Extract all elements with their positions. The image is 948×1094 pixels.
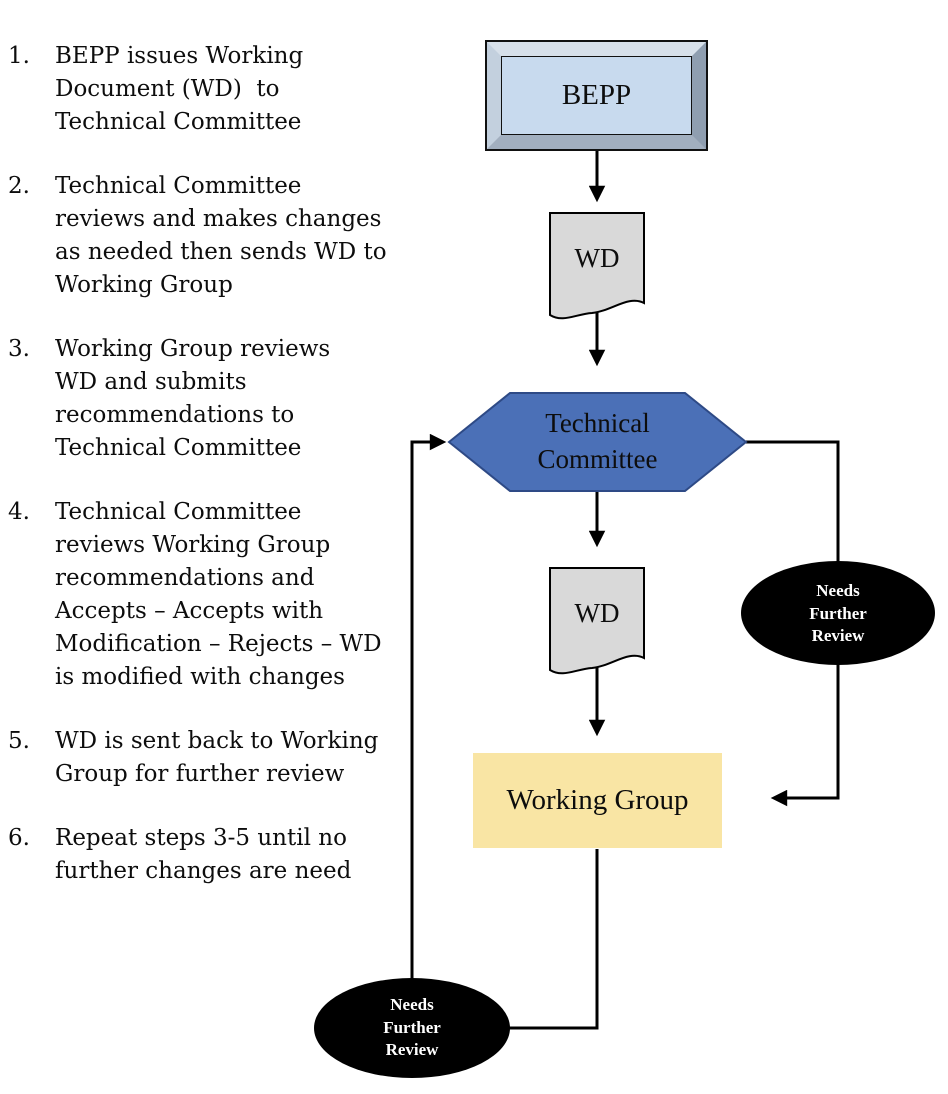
step-number: 5. xyxy=(8,728,30,754)
bepp-box-bevel: BEPP xyxy=(487,42,706,149)
step-text: Technical Committee reviews Working Grou… xyxy=(55,499,382,690)
list-item: 6. Repeat steps 3-5 until no further cha… xyxy=(8,822,412,888)
process-steps-list: 1. BEPP issues Working Document (WD) to … xyxy=(8,40,412,919)
step-number: 1. xyxy=(8,43,30,69)
step-text: BEPP issues Working Document (WD) to Tec… xyxy=(55,43,304,135)
list-item: 3. Working Group reviews WD and submits … xyxy=(8,333,412,465)
needs-further-review-right-ellipse xyxy=(741,561,935,665)
list-item: 1. BEPP issues Working Document (WD) to … xyxy=(8,40,412,139)
step-number: 6. xyxy=(8,825,30,851)
list-item: 4. Technical Committee reviews Working G… xyxy=(8,496,412,694)
step-text: Repeat steps 3-5 until no further change… xyxy=(55,825,352,884)
step-text: Technical Committee reviews and makes ch… xyxy=(55,173,387,298)
step-number: 4. xyxy=(8,499,30,525)
step-text: Working Group reviews WD and submits rec… xyxy=(55,336,331,461)
working-group-box: Working Group xyxy=(473,753,722,848)
needs-further-review-bottom-ellipse xyxy=(314,978,510,1078)
step-number: 3. xyxy=(8,336,30,362)
technical-committee-hexagon xyxy=(447,392,748,492)
list-item: 2. Technical Committee reviews and makes… xyxy=(8,170,412,302)
bepp-box-face: BEPP xyxy=(501,56,692,135)
step-text: WD is sent back to Working Group for fur… xyxy=(55,728,379,787)
bepp-box: BEPP xyxy=(485,40,708,151)
bepp-label: BEPP xyxy=(561,79,632,111)
arrow-working-group-loop-to-technical-committee xyxy=(410,433,599,1030)
step-number: 2. xyxy=(8,173,30,199)
working-group-label: Working Group xyxy=(506,784,689,816)
list-item: 5. WD is sent back to Working Group for … xyxy=(8,725,412,791)
wd1-document-shape xyxy=(549,212,645,320)
wd2-document-shape xyxy=(549,567,645,675)
